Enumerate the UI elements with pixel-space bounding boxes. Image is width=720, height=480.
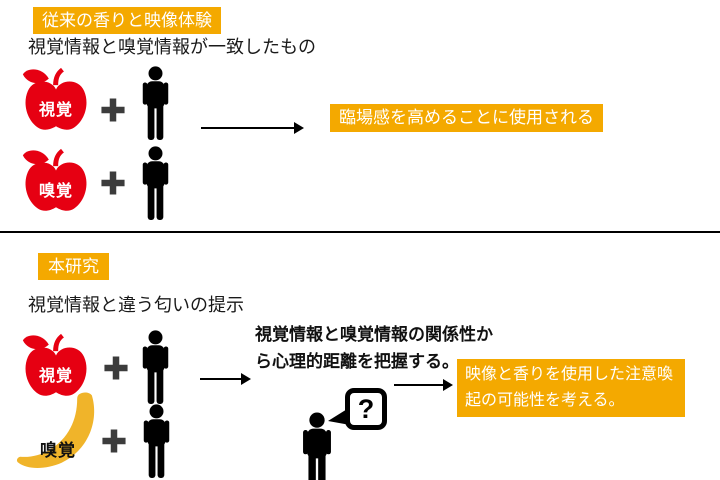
research-arrow-1 [200,373,251,385]
traditional-arrow [201,122,304,134]
plus-icon [100,97,126,123]
vision-apple-label: 視覚 [38,102,73,119]
smell-apple-label: 嗅覚 [38,183,73,200]
smell-apple-icon: 嗅覚 [20,143,92,221]
research-subtitle: 視覚情報と違う匂いの提示 [28,295,244,315]
research-vision-apple-label: 視覚 [38,368,73,385]
question-mark: ? [357,393,375,424]
research-arrow-2 [394,379,453,391]
plus-icon [100,170,126,196]
person-icon [140,404,173,478]
person-icon [139,66,172,140]
person-icon [139,146,172,220]
research-result-box: 映像と香りを使用した注意喚起の可能性を考える。 [457,359,685,417]
traditional-section-title-tag: 従来の香りと映像体験 [33,7,221,35]
plus-icon [103,355,129,381]
research-smell-label: 嗅覚 [40,441,76,460]
traditional-result-box: 臨場感を高めることに使用される [330,104,603,132]
research-vision-apple-icon: 視覚 [20,328,92,406]
hypothesis-text: 視覚情報と嗅覚情報の関係性から心理的距離を把握する。 [255,325,493,371]
question-person-icon [299,412,335,480]
section-divider [0,231,720,233]
research-section-title-tag: 本研究 [38,253,109,281]
traditional-subtitle: 視覚情報と嗅覚情報が一致したもの [28,37,316,57]
person-icon [139,330,172,404]
vision-apple-icon: 視覚 [20,62,92,140]
question-bubble: ? [345,388,387,430]
